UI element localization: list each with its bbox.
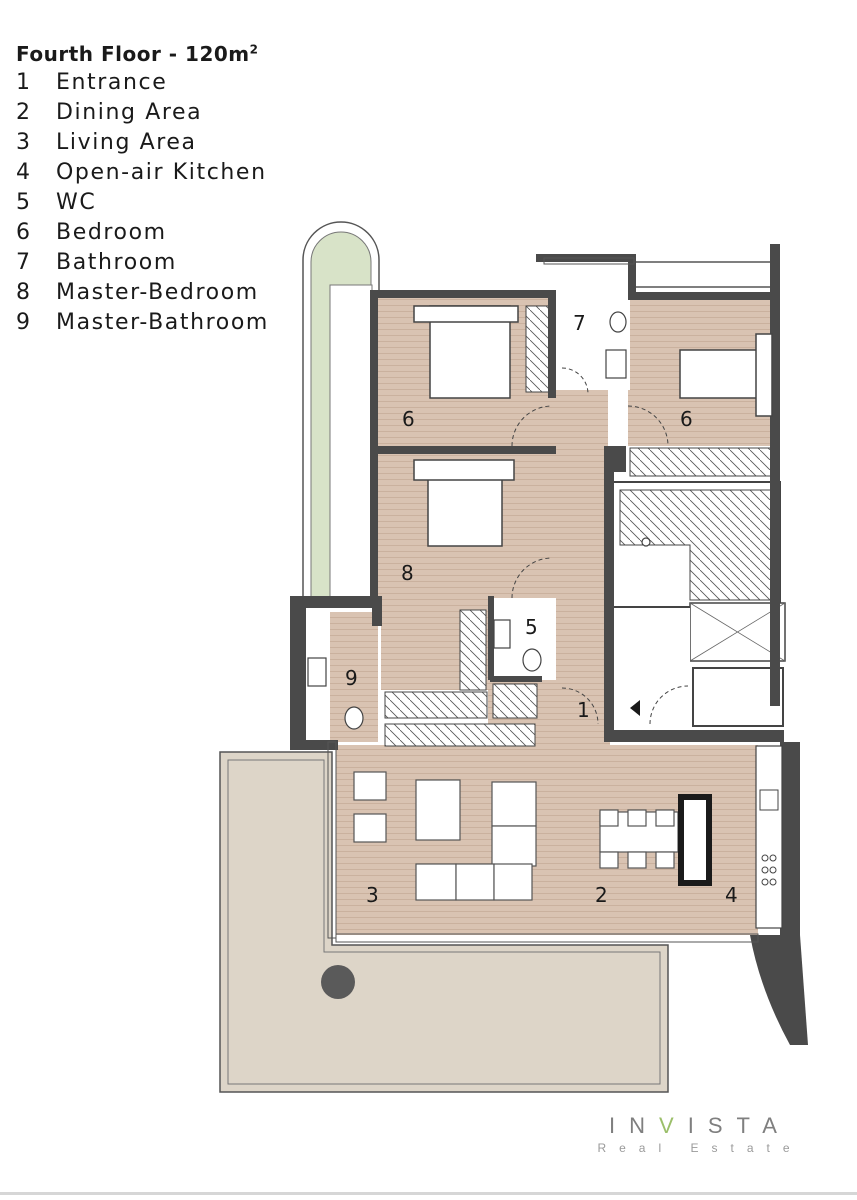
legend-title: Fourth Floor - 120m2: [16, 42, 259, 66]
bottom-divider: [0, 1192, 857, 1195]
dining-table: [599, 809, 679, 869]
room-label-wc: 5: [525, 615, 538, 639]
beds: [413, 305, 773, 547]
room-label-kitchen: 4: [725, 883, 738, 907]
room-label-bedroom-right: 6: [680, 407, 693, 431]
room-label-bathroom: 7: [573, 311, 586, 335]
room-label-dining: 2: [595, 883, 608, 907]
fixtures: [307, 311, 651, 730]
wardrobes: [384, 305, 773, 747]
planter-pot: [321, 965, 355, 999]
room-label-master-bathroom: 9: [345, 666, 358, 690]
entry-arrow-icon: [630, 700, 640, 716]
logo-tagline: Real Estate: [597, 1141, 803, 1155]
planter: [302, 221, 380, 601]
doors: [511, 367, 689, 725]
invista-logo: INVISTA Real Estate: [584, 1113, 816, 1155]
living-furniture: [353, 771, 537, 901]
logo-wordmark: INVISTA: [609, 1113, 791, 1138]
room-label-entrance: 1: [577, 698, 590, 722]
terrace: [219, 751, 669, 1093]
room-label-master-bedroom: 8: [401, 561, 414, 585]
room-label-living: 3: [366, 883, 379, 907]
kitchen: [678, 745, 783, 929]
staircase: [611, 481, 786, 738]
room-label-bedroom-left: 6: [402, 407, 415, 431]
glazing: [327, 257, 770, 943]
